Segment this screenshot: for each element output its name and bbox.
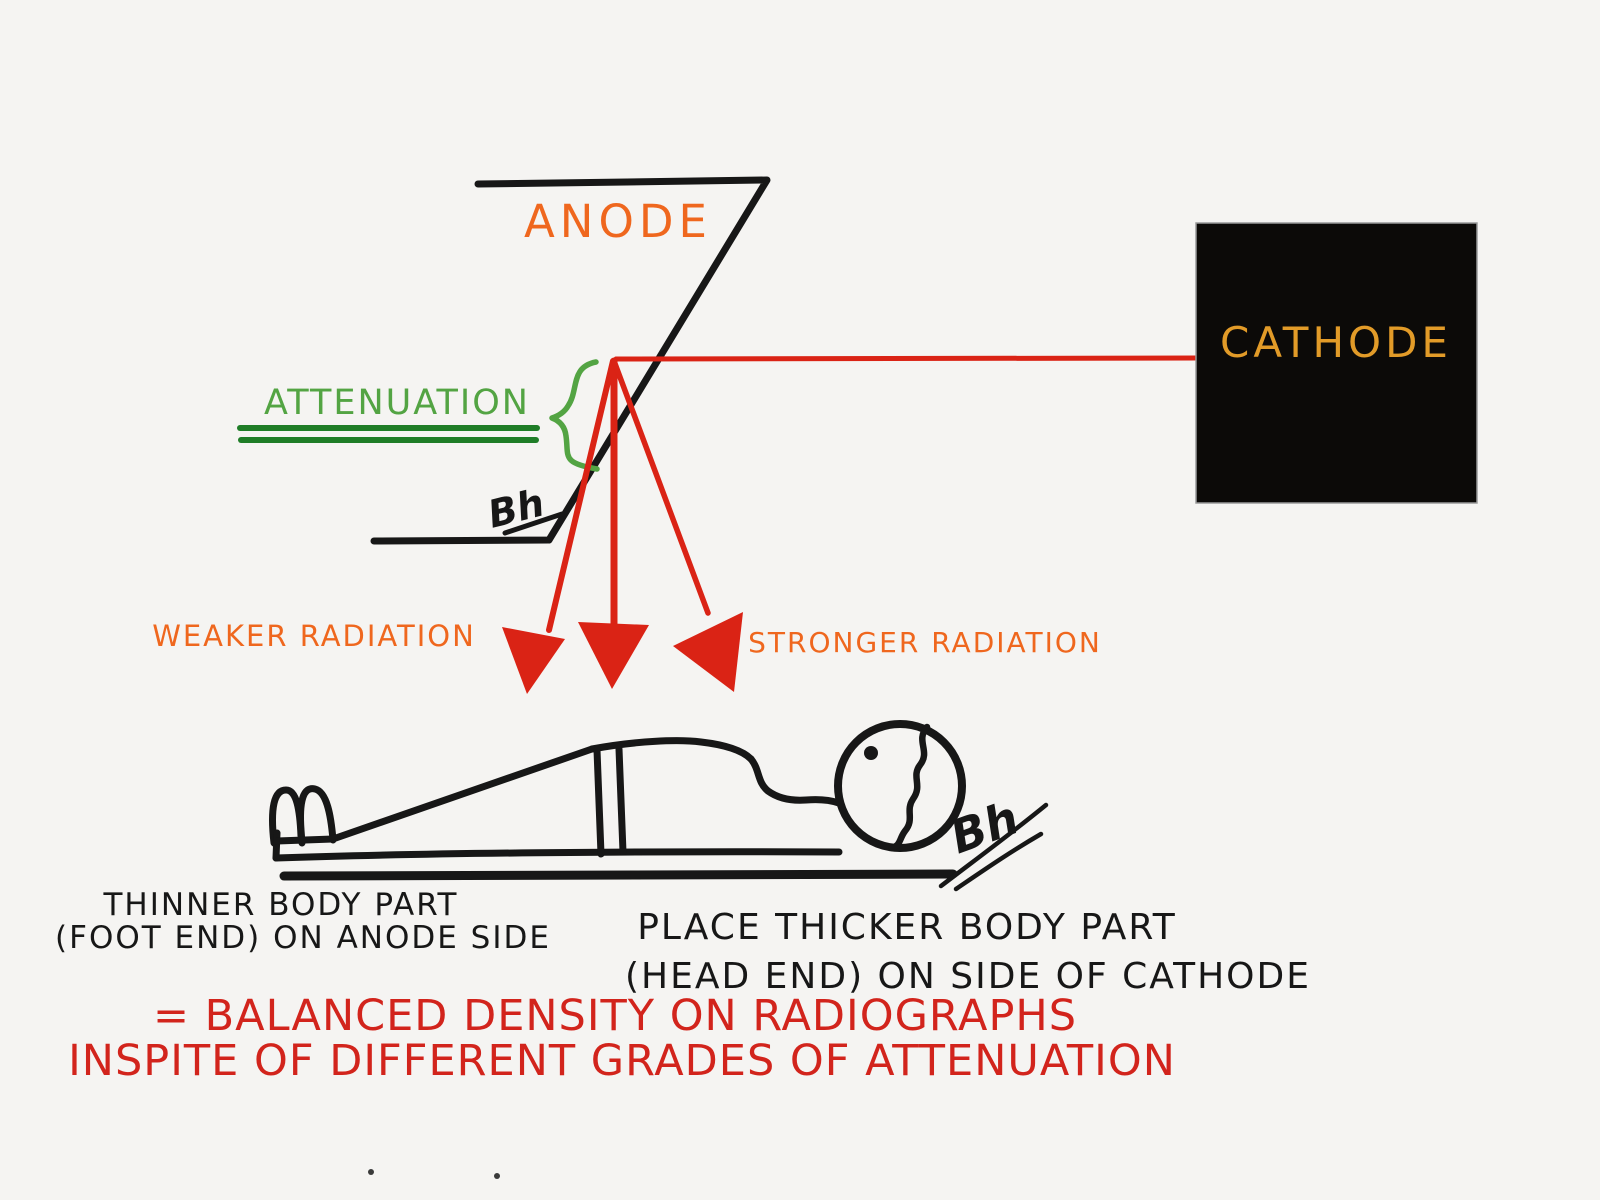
table-line: [279, 869, 958, 881]
patient-torso-top: [588, 737, 755, 763]
signature-head-flourish-2: [953, 831, 1044, 892]
head-caption-line1: PLACE THICKER BODY PART: [637, 907, 1177, 948]
patient-waist-line-2: [615, 745, 627, 856]
pen-dot-2: [494, 1173, 500, 1179]
patient-head: [834, 720, 966, 852]
beam-to-cathode-line: [613, 355, 1201, 362]
foot-caption-line2: (FOOT END) ON ANODE SIDE: [55, 920, 551, 956]
beam-ray-left: [546, 358, 616, 633]
patient-heel: [272, 829, 281, 862]
anode-label: ANODE: [524, 195, 712, 248]
patient-neck-curve: [747, 755, 843, 807]
patient-waist-line-1: [593, 746, 605, 858]
weaker-radiation-label: WEAKER RADIATION: [152, 619, 476, 653]
arrowhead-right: [673, 612, 743, 692]
signature-head-flourish-1: [938, 802, 1049, 889]
foot-caption-line1: THINNER BODY PART: [103, 887, 459, 923]
conclusion-line1: = BALANCED DENSITY ON RADIOGRAPHS: [153, 991, 1077, 1041]
attenuation-label: ATTENUATION: [264, 383, 530, 423]
head-caption-line2: (HEAD END) ON SIDE OF CATHODE: [625, 956, 1311, 997]
patient-leg-line: [329, 745, 596, 843]
cathode-block: [1195, 222, 1478, 504]
patient-foot-right: [297, 785, 337, 847]
cathode-label: CATHODE: [1220, 318, 1452, 367]
patient-body-bottom: [272, 848, 843, 862]
conclusion-line2: INSPITE OF DIFFERENT GRADES OF ATTENUATI…: [68, 1036, 1176, 1086]
patient-figure: [269, 720, 966, 881]
arrowhead-center: [578, 622, 649, 689]
patient-hair-line: [888, 723, 931, 852]
attenuation-brace: [549, 359, 600, 472]
patient-eye: [864, 746, 878, 760]
pen-dot-1: [368, 1169, 374, 1175]
patient-foot-left: [269, 786, 305, 847]
patient-underfoot-line: [273, 835, 337, 845]
beam-ray-right: [611, 358, 711, 616]
arrowhead-left: [502, 627, 565, 694]
stronger-radiation-label: STRONGER RADIATION: [748, 626, 1102, 659]
signature-anode-flourish: [502, 511, 565, 536]
